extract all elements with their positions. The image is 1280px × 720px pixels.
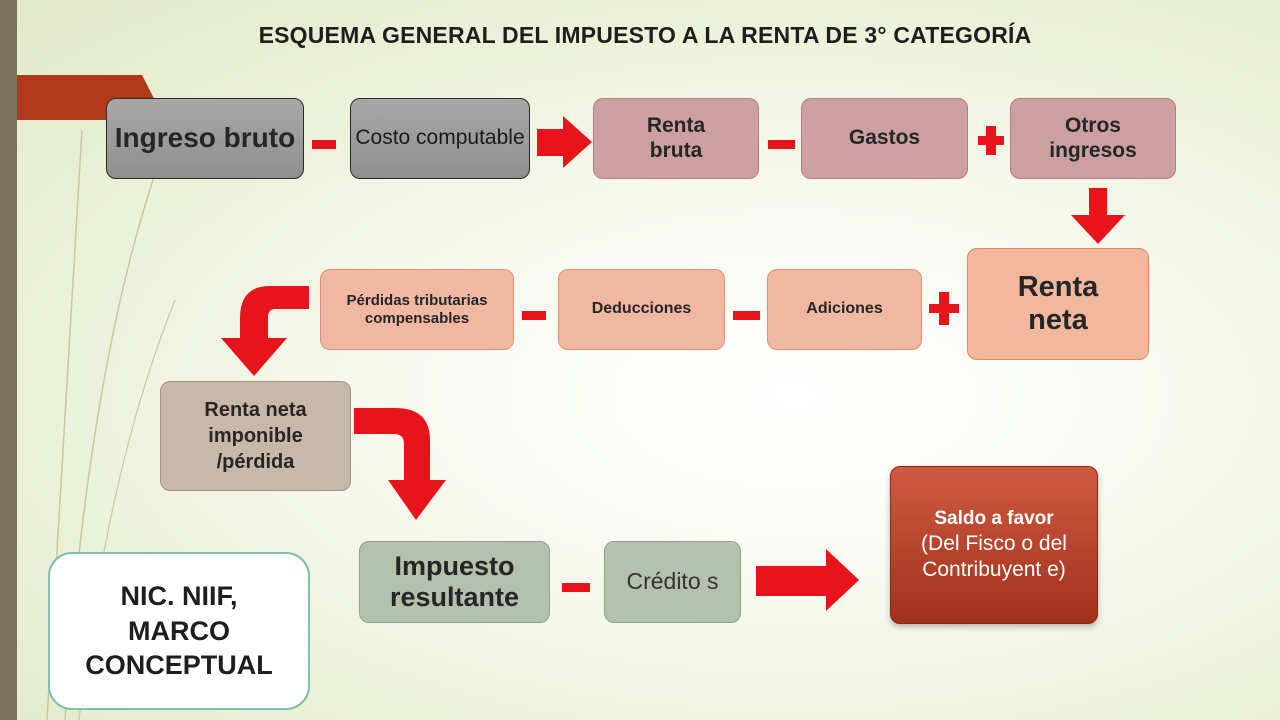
box-impuesto-resultante-label: Impuesto resultante: [389, 550, 520, 612]
box-renta-neta-imponible: Renta neta imponible /pérdida: [160, 381, 351, 491]
box-adiciones-label: Adiciones: [806, 300, 883, 318]
box-renta-bruta: Renta bruta: [593, 98, 759, 179]
box-costo-computable-label: Costo computable: [355, 126, 525, 150]
box-saldo-a-favor-detail: (Del Fisco o del Contribuyent e): [921, 531, 1067, 581]
sidebar-strip: [0, 0, 17, 720]
minus-icon: [522, 311, 546, 320]
box-otros-ingresos: Otros ingresos: [1010, 98, 1176, 179]
curved-arrow-icon: [221, 286, 309, 376]
box-nic-niif: NIC. NIIF, MARCO CONCEPTUAL: [48, 552, 310, 710]
minus-icon: [562, 583, 590, 592]
box-otros-ingresos-label: Otros ingresos: [1049, 114, 1137, 162]
minus-icon: [733, 311, 760, 320]
box-ingreso-bruto-label: Ingreso bruto: [114, 122, 296, 154]
box-nic-niif-label: NIC. NIIF, MARCO CONCEPTUAL: [85, 581, 273, 681]
box-renta-neta: Renta neta: [967, 248, 1149, 360]
box-impuesto-resultante: Impuesto resultante: [359, 541, 550, 623]
plus-icon: [978, 126, 1004, 155]
arrow-right-icon: [537, 116, 592, 168]
box-creditos-label: Crédito s: [626, 568, 719, 595]
box-adiciones: Adiciones: [767, 269, 922, 350]
arrow-right-icon: [756, 549, 859, 611]
box-gastos-label: Gastos: [848, 126, 921, 150]
minus-icon: [312, 140, 336, 149]
plus-icon: [929, 292, 959, 325]
box-saldo-a-favor: Saldo a favor (Del Fisco o del Contribuy…: [890, 466, 1098, 624]
box-perdidas-tributarias-label: Pérdidas tributarias compensables: [346, 292, 488, 327]
box-costo-computable: Costo computable: [350, 98, 530, 179]
minus-icon: [768, 140, 795, 149]
curved-arrow-icon: [354, 408, 446, 520]
arrow-down-icon: [1071, 188, 1125, 244]
box-gastos: Gastos: [801, 98, 968, 179]
box-renta-bruta-label: Renta bruta: [646, 114, 706, 162]
box-renta-neta-imponible-label: Renta neta imponible /pérdida: [204, 399, 307, 473]
box-renta-neta-label: Renta neta: [1017, 270, 1099, 336]
box-deducciones-label: Deducciones: [591, 300, 692, 318]
box-deducciones: Deducciones: [558, 269, 725, 350]
box-ingreso-bruto: Ingreso bruto: [106, 98, 304, 179]
box-saldo-a-favor-title: Saldo a favor: [934, 507, 1054, 529]
page-title: ESQUEMA GENERAL DEL IMPUESTO A LA RENTA …: [258, 22, 1032, 48]
box-creditos: Crédito s: [604, 541, 741, 623]
box-perdidas-tributarias: Pérdidas tributarias compensables: [320, 269, 514, 350]
